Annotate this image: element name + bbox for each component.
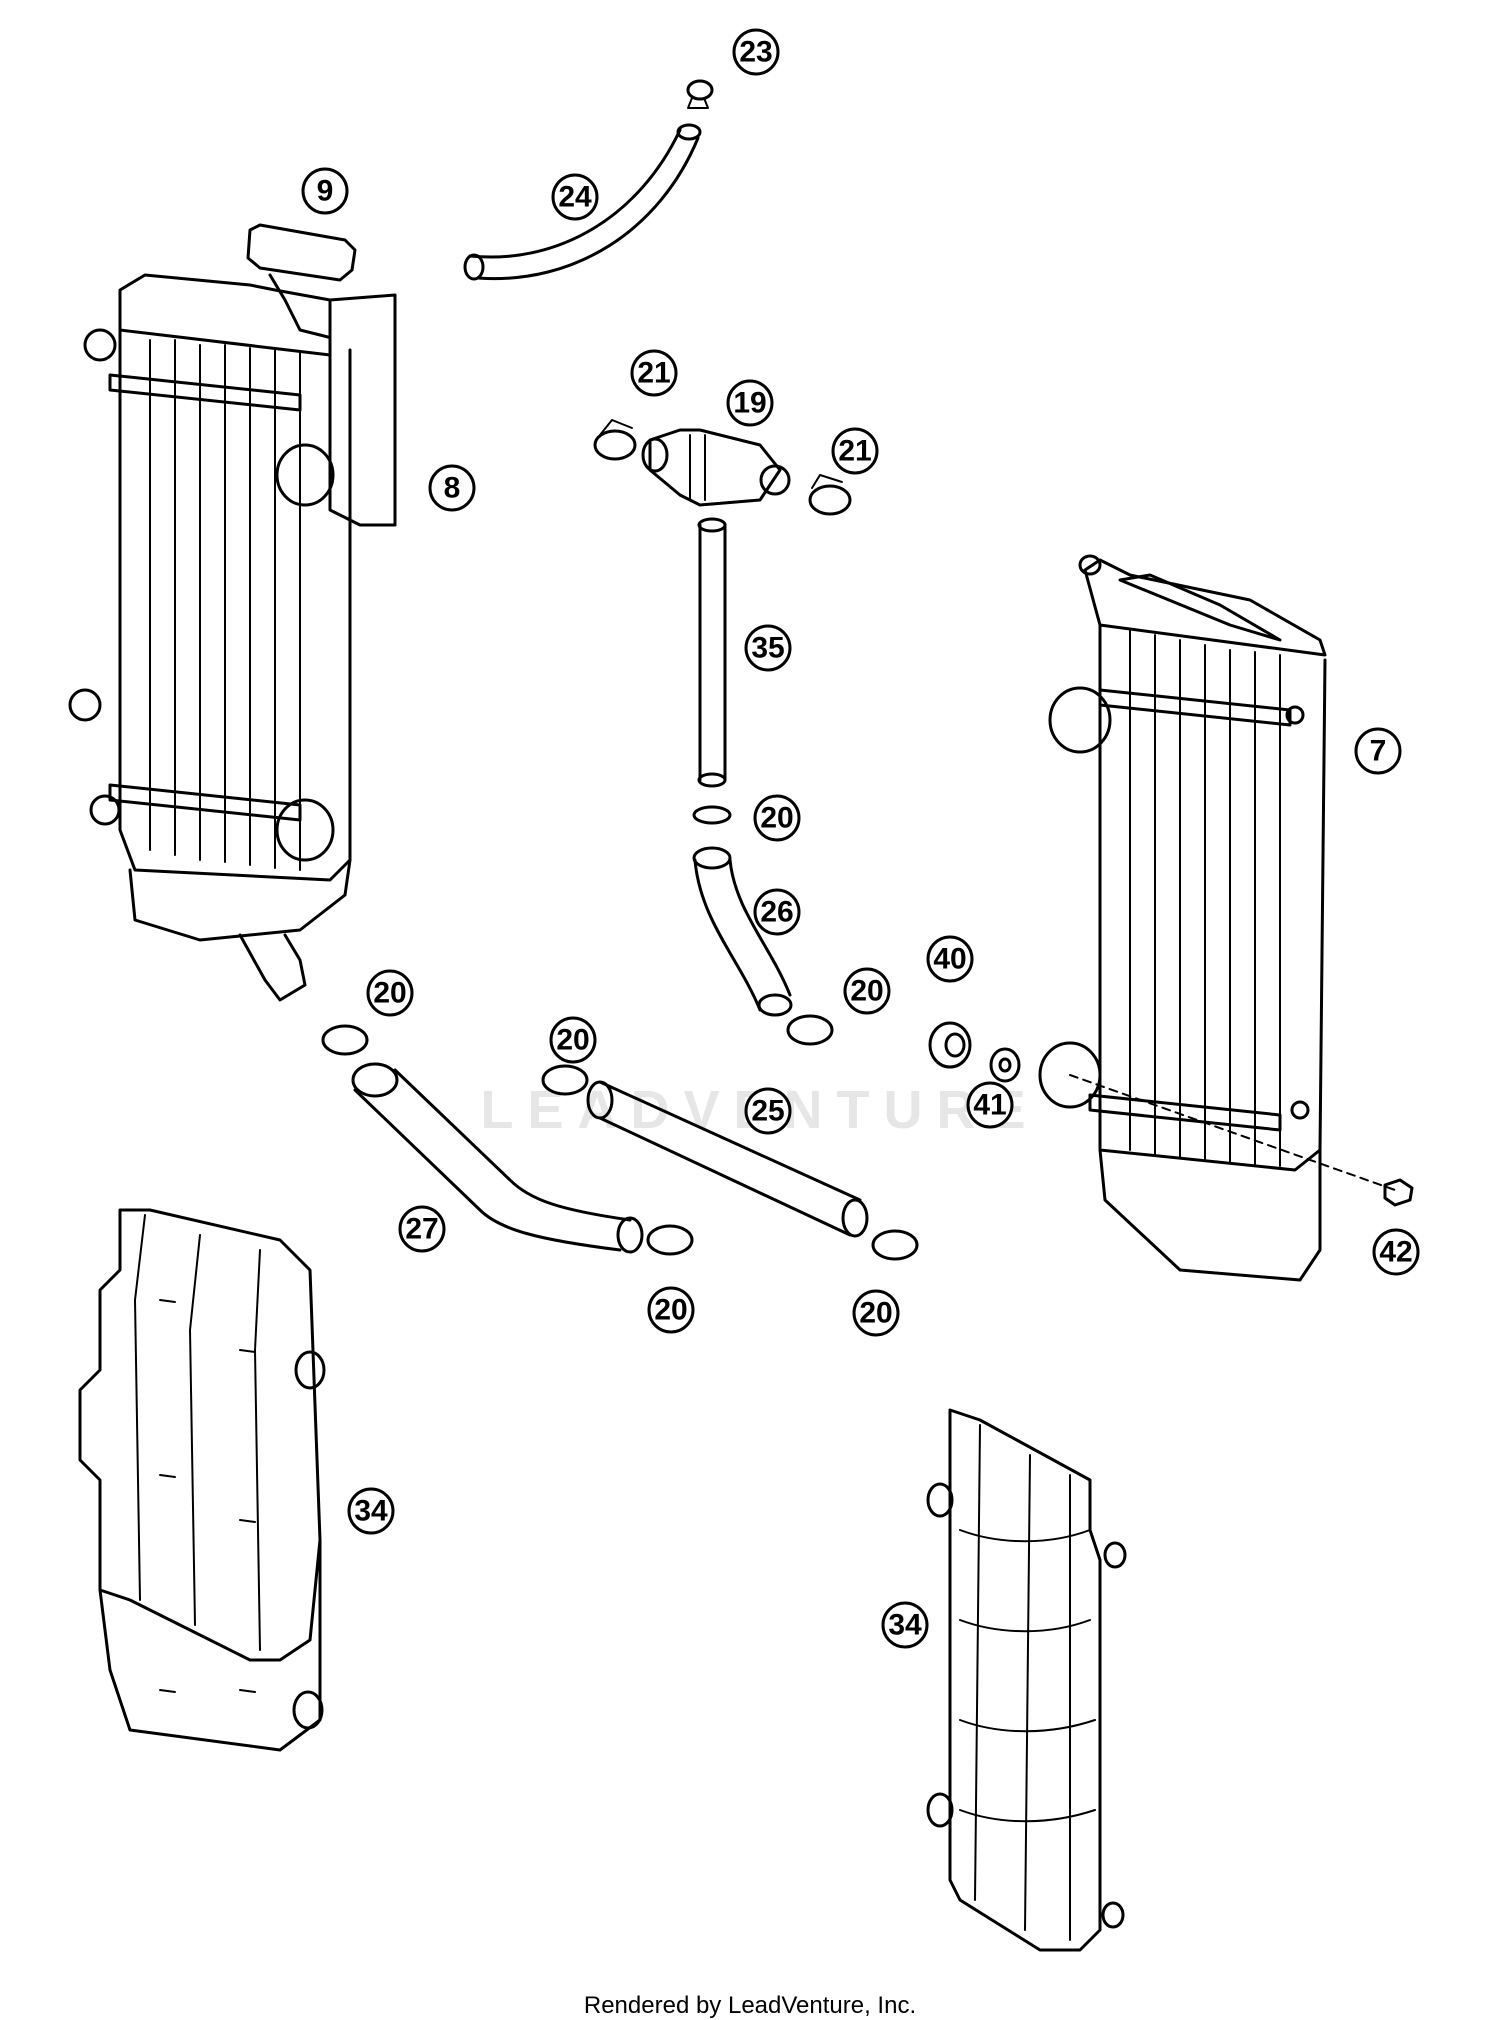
- callout-34-left: 34: [347, 1487, 395, 1535]
- callout-21-right: 21: [831, 427, 879, 475]
- svg-text:34: 34: [888, 1609, 922, 1642]
- svg-text:40: 40: [933, 943, 966, 976]
- callout-25: 25: [744, 1087, 792, 1135]
- svg-text:19: 19: [733, 387, 766, 420]
- svg-text:21: 21: [637, 357, 670, 390]
- part-8-left-radiator: [68, 223, 397, 1002]
- svg-text:20: 20: [760, 802, 793, 835]
- svg-text:24: 24: [558, 181, 592, 214]
- svg-text:9: 9: [317, 175, 334, 208]
- part-19-thermostat-housing: [641, 428, 791, 507]
- callout-23: 23: [732, 28, 780, 76]
- svg-text:26: 26: [760, 896, 793, 929]
- callout-27: 27: [398, 1205, 446, 1253]
- svg-text:21: 21: [838, 435, 871, 468]
- svg-text:41: 41: [973, 1089, 1006, 1122]
- callout-41: 41: [966, 1081, 1014, 1129]
- part-20-clamps: [321, 1014, 919, 1261]
- callout-20-bottom-left: 20: [647, 1286, 695, 1334]
- callout-42: 42: [1372, 1228, 1420, 1276]
- part-8-side-plate: [328, 293, 397, 527]
- svg-text:27: 27: [405, 1213, 438, 1246]
- callout-9: 9: [301, 167, 349, 215]
- svg-text:8: 8: [444, 472, 461, 505]
- callout-35: 35: [744, 624, 792, 672]
- svg-text:20: 20: [654, 1294, 687, 1327]
- part-20-clamp-top: [692, 805, 732, 825]
- part-40-grommet: [928, 1021, 972, 1069]
- part-27-lower-hose: [351, 1062, 644, 1254]
- part-23-clamp: [686, 79, 714, 109]
- callout-20-left: 20: [366, 969, 414, 1017]
- svg-text:20: 20: [859, 1297, 892, 1330]
- part-25-straight-hose: [586, 1080, 869, 1238]
- part-7-right-radiator: [1038, 554, 1396, 1282]
- part-26-bent-hose: [692, 805, 793, 1017]
- part-24-breather-hose: [463, 123, 702, 281]
- svg-text:35: 35: [751, 632, 784, 665]
- part-35-tube: [697, 517, 727, 788]
- svg-text:20: 20: [556, 1024, 589, 1057]
- callout-21-left: 21: [630, 349, 678, 397]
- callout-7: 7: [1354, 727, 1402, 775]
- credit-text: Rendered by LeadVenture, Inc.: [583, 1992, 917, 2019]
- svg-text:20: 20: [373, 977, 406, 1010]
- svg-text:23: 23: [739, 36, 772, 69]
- callout-20-top: 20: [753, 794, 801, 842]
- part-34-right-shroud: [926, 1408, 1127, 1952]
- callout-20-center: 20: [549, 1016, 597, 1064]
- part-9-radiator-cap: [246, 223, 357, 282]
- svg-text:20: 20: [850, 975, 883, 1008]
- callout-40: 40: [926, 935, 974, 983]
- callout-24: 24: [551, 173, 599, 221]
- callout-20-mid-right: 20: [843, 967, 891, 1015]
- callout-26: 26: [753, 888, 801, 936]
- part-21-clamp-left: [593, 419, 637, 461]
- callout-34-right: 34: [881, 1601, 929, 1649]
- callout-19: 19: [726, 379, 774, 427]
- part-41-washer: [989, 1047, 1021, 1083]
- part-21-clamp-right: [808, 474, 852, 516]
- callout-8: 8: [428, 464, 476, 512]
- part-42-bolt: [1383, 1178, 1414, 1207]
- svg-text:7: 7: [1370, 735, 1387, 768]
- part-34-left-shroud: [78, 1208, 326, 1752]
- callout-20-bottom-right: 20: [852, 1289, 900, 1337]
- svg-text:25: 25: [751, 1095, 784, 1128]
- svg-text:42: 42: [1379, 1236, 1412, 1269]
- svg-text:34: 34: [354, 1495, 388, 1528]
